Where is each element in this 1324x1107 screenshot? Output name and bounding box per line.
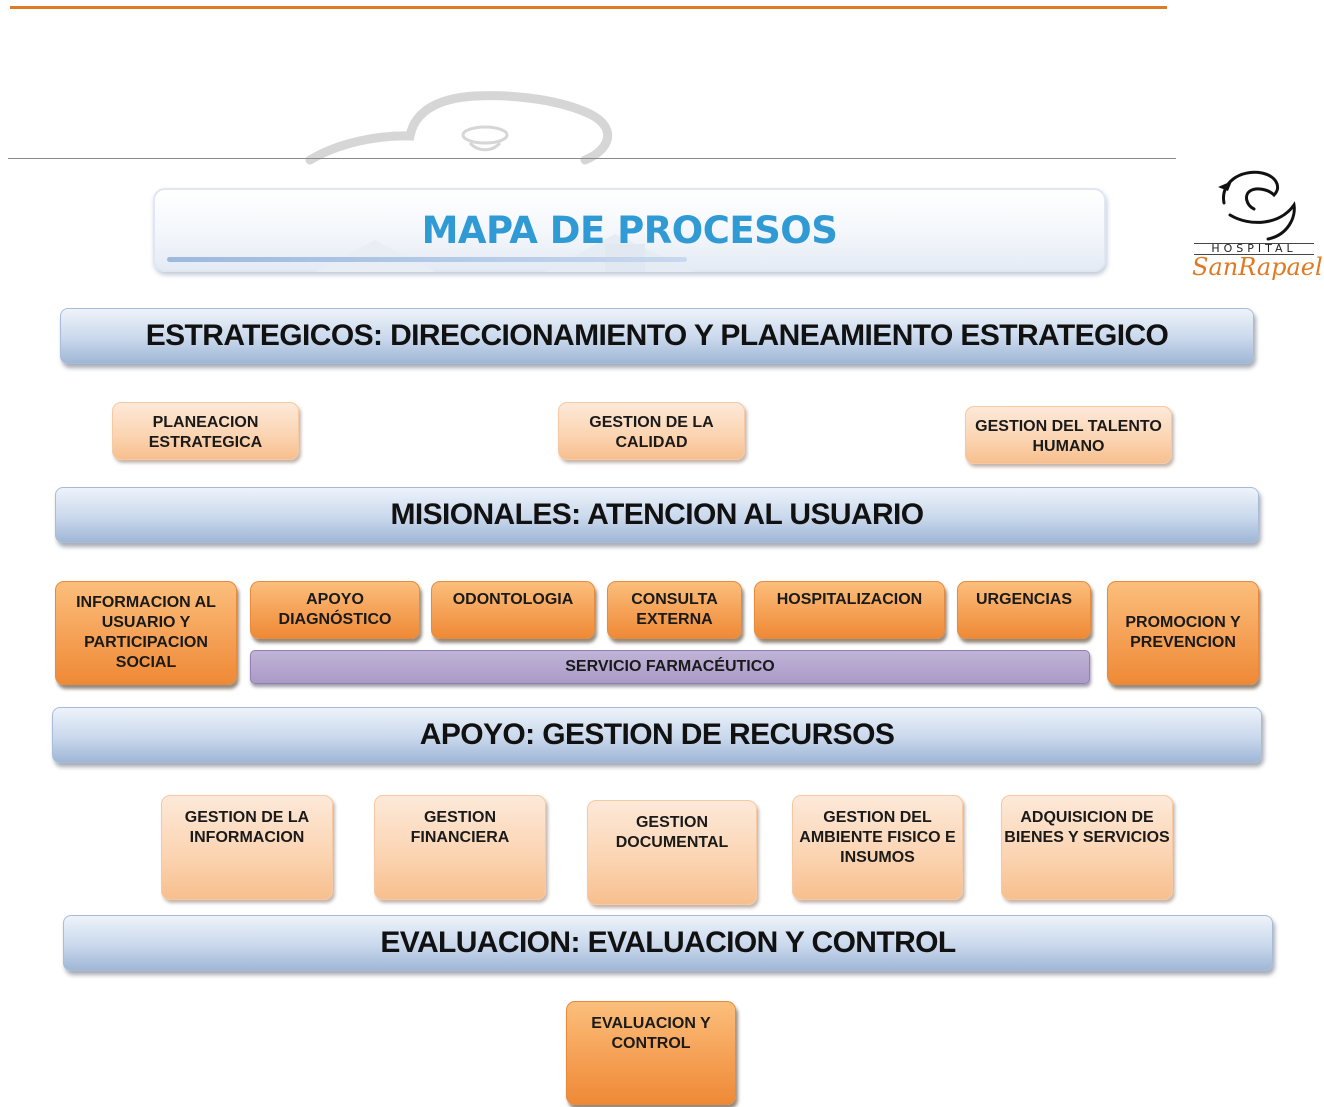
logo-hospital-text: HOSPITAL: [1194, 243, 1314, 255]
title-banner: MAPA DE PROCESOS: [153, 188, 1106, 272]
pharmacy-service-bar: SERVICIO FARMACÉUTICO: [250, 650, 1090, 684]
eagle-icon: [1218, 170, 1296, 241]
process-apoyo-diagnostico: APOYO DIAGNÓSTICO: [250, 581, 420, 639]
process-gestion-calidad: GESTION DE LA CALIDAD: [558, 402, 745, 460]
evaluation-banner: EVALUACION: EVALUACION Y CONTROL: [63, 915, 1273, 971]
process-planeacion-estrategica: PLANEACION ESTRATEGICA: [112, 402, 299, 460]
title-underline: [167, 257, 687, 262]
top-accent-rule: [10, 6, 1167, 9]
process-urgencias: URGENCIAS: [957, 581, 1091, 639]
process-gestion-ambiente-fisico: GESTION DEL AMBIENTE FISICO E INSUMOS: [792, 795, 963, 900]
process-gestion-financiera: GESTION FINANCIERA: [374, 795, 546, 900]
process-gestion-documental: GESTION DOCUMENTAL: [587, 800, 757, 905]
process-adquisicion-bienes: ADQUISICION DE BIENES Y SERVICIOS: [1001, 795, 1173, 900]
process-odontologia: ODONTOLOGIA: [431, 581, 595, 639]
watermark-logo-icon: [305, 91, 613, 165]
header-divider: [8, 158, 1176, 159]
process-hospitalizacion: HOSPITALIZACION: [754, 581, 945, 639]
strategic-banner: ESTRATEGICOS: DIRECCIONAMIENTO Y PLANEAM…: [60, 308, 1254, 364]
process-promocion-prevencion: PROMOCION Y PREVENCION: [1107, 581, 1259, 685]
process-informacion-usuario: INFORMACION AL USUARIO Y PARTICIPACION S…: [55, 581, 237, 685]
process-gestion-informacion: GESTION DE LA INFORMACION: [161, 795, 333, 900]
process-consulta-externa: CONSULTA EXTERNA: [607, 581, 742, 639]
logo-name-text: SanRapael: [1192, 253, 1323, 281]
hospital-logo: HOSPITAL SanRapael: [1188, 165, 1323, 300]
process-evaluacion-control: EVALUACION Y CONTROL: [566, 1001, 736, 1105]
process-gestion-talento-humano: GESTION DEL TALENTO HUMANO: [965, 406, 1172, 464]
support-banner: APOYO: GESTION DE RECURSOS: [52, 707, 1262, 763]
page-title: MAPA DE PROCESOS: [421, 208, 838, 252]
missional-banner: MISIONALES: ATENCION AL USUARIO: [55, 487, 1259, 543]
